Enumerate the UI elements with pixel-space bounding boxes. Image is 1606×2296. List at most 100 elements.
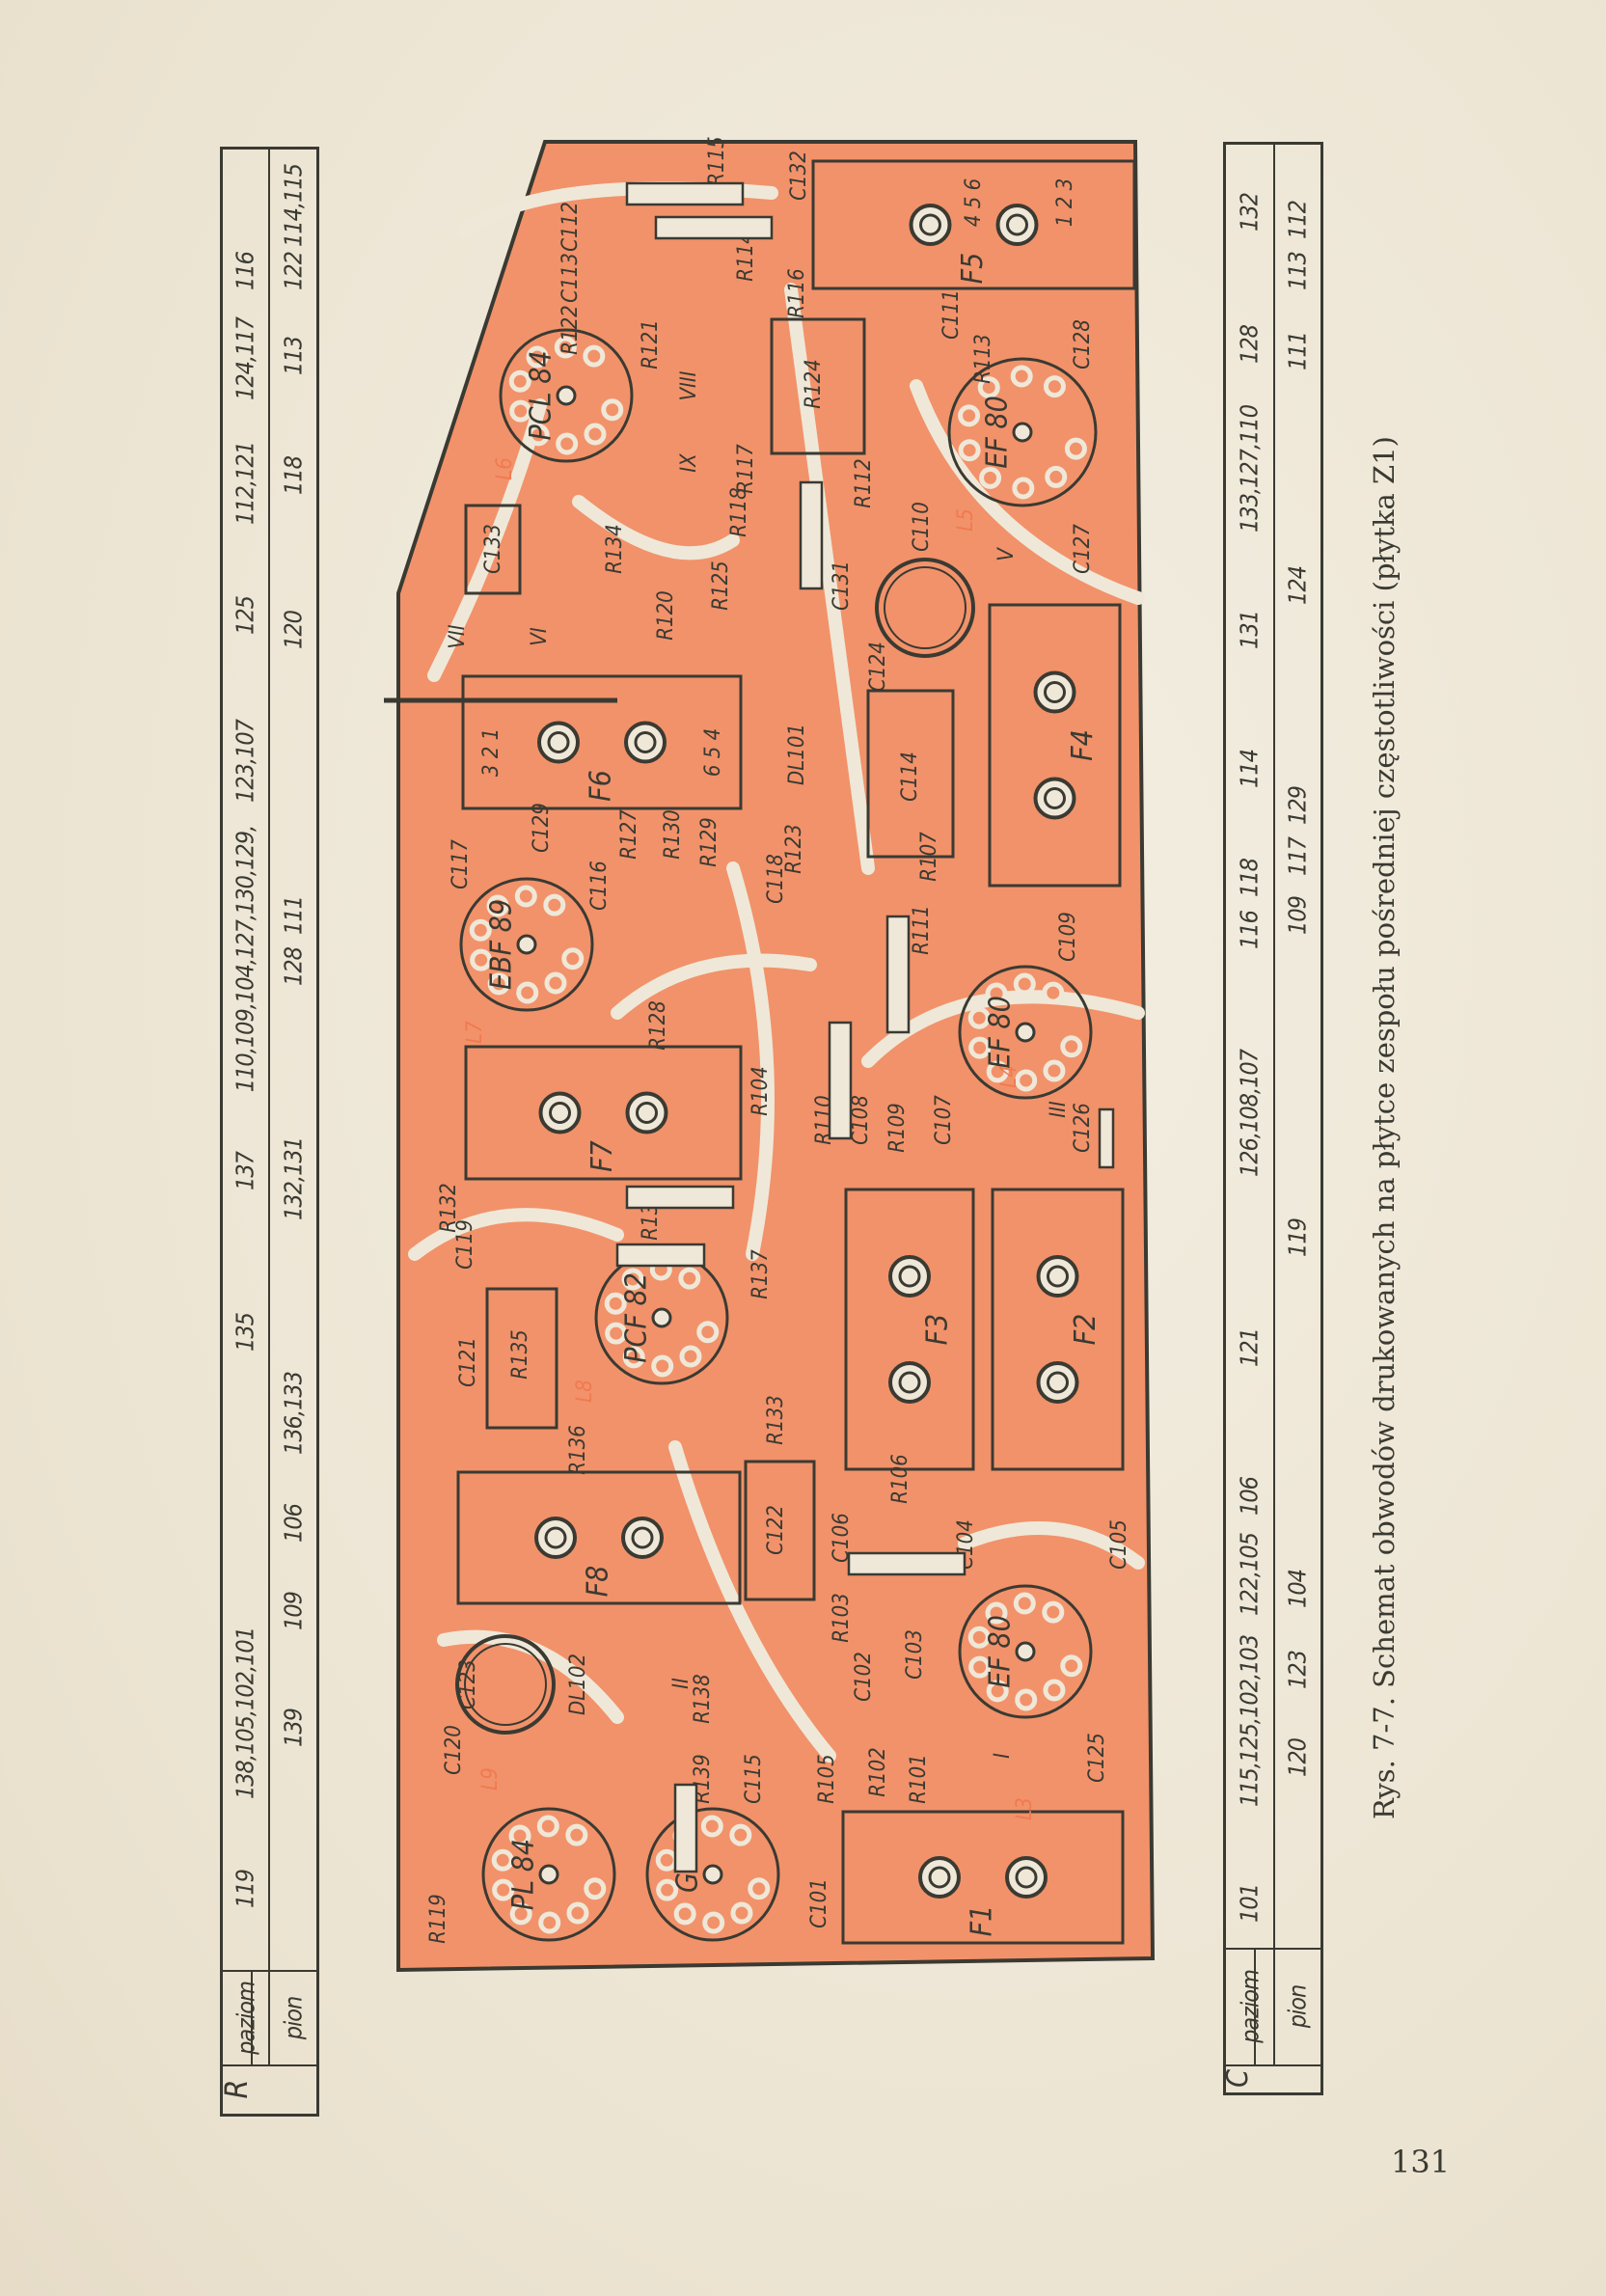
tuning-core-icon — [534, 1517, 577, 1559]
component-label: R103 — [830, 1593, 854, 1643]
tube-pin-pad — [536, 1815, 559, 1838]
tube-socket-outline — [481, 1807, 616, 1942]
tuning-core-slot — [544, 1526, 567, 1549]
component-label: R115 — [705, 136, 729, 186]
component-label: R128 — [646, 1000, 670, 1051]
resistor-body — [625, 181, 745, 206]
pin-label: 3 2 1 — [479, 728, 504, 777]
tube-pin-pad — [1064, 437, 1087, 460]
component-label: R122 — [558, 305, 583, 355]
tube-pin-pad — [1015, 1688, 1038, 1711]
filter-can-outline — [844, 1188, 975, 1471]
component-label: R116 — [785, 268, 809, 318]
resistor-body — [799, 480, 824, 590]
tube-pin-pad — [968, 1655, 992, 1679]
tube-pin-pad — [1013, 972, 1036, 996]
tube-label: EF 80 — [984, 996, 1018, 1068]
component-label: R133 — [764, 1395, 788, 1445]
tuning-core-icon — [1036, 1255, 1079, 1298]
component-label: DL101 — [785, 724, 809, 785]
tube-pin-pad — [958, 439, 981, 462]
table-c-border — [1223, 2092, 1323, 2095]
component-label: C111 — [939, 289, 964, 340]
tube-pin-pad — [1013, 1592, 1036, 1615]
component-label: R125 — [709, 560, 733, 611]
filter-can-outline — [461, 674, 743, 810]
tuning-core-slot — [631, 1526, 654, 1549]
filter-can-outline — [456, 1470, 742, 1605]
tuning-core-slot — [549, 1102, 571, 1124]
pcb-trace-gap — [408, 1208, 624, 1261]
pin-label: 6 5 4 — [701, 728, 725, 777]
tube-pin-pad — [544, 971, 567, 995]
resistor-body — [673, 1783, 698, 1873]
table-r-border — [220, 147, 223, 2116]
tuning-core-icon — [537, 721, 580, 764]
component-label: C121 — [456, 1337, 480, 1387]
tube-pin-pad — [509, 1902, 532, 1926]
pcb-trace-gap — [784, 283, 875, 875]
pcb-trace-gap — [861, 990, 1145, 1068]
tube-center-hole — [1012, 422, 1033, 443]
tube-pin-pad — [583, 344, 606, 368]
tube-socket-outline — [947, 357, 1098, 507]
tube-pin-pad — [487, 972, 510, 996]
pcb-trace-gap — [572, 495, 740, 560]
component-label: R119 — [426, 1894, 450, 1944]
tube-center-hole — [651, 1307, 672, 1328]
tuning-core-icon — [624, 721, 667, 764]
component-label: C108 — [849, 1095, 873, 1145]
tube-socket-outline — [459, 877, 594, 1012]
tube-socket-outline — [958, 965, 1093, 1100]
tube-pin-pad — [1043, 375, 1066, 398]
tuning-core-slot — [634, 731, 657, 753]
tube-pin-pad — [678, 1267, 701, 1290]
tube-socket-outline — [958, 1584, 1093, 1719]
component-label: C117 — [449, 839, 473, 889]
tube-pin-pad — [561, 947, 585, 970]
tube-center-hole — [538, 1864, 559, 1885]
tube-pin-pad — [554, 336, 577, 359]
tube-pin-pad — [702, 1911, 725, 1934]
coil-label: L9 — [478, 1767, 503, 1790]
resistor-body — [828, 1021, 853, 1140]
component-label: C113 — [558, 253, 583, 303]
pin-label: V — [994, 547, 1019, 561]
figure-caption: Rys. 7-7. Schemat obwodów drukowanych na… — [1368, 436, 1401, 1819]
pin-label: IX — [677, 453, 701, 473]
tube-pin-pad — [729, 1823, 752, 1846]
component-body — [744, 1460, 816, 1601]
component-label: C102 — [852, 1652, 876, 1702]
table-c-cell-divider — [1223, 2064, 1323, 2066]
component-label: C120 — [442, 1725, 466, 1775]
tube-pin-pad — [986, 1680, 1009, 1703]
component-label: C132 — [787, 150, 811, 201]
pcb-trace-gap — [958, 1521, 1145, 1570]
table-r-border — [316, 147, 319, 2116]
tube-pin-pad — [565, 1823, 588, 1846]
tube-pin-pad — [622, 1346, 645, 1369]
tube-pin-pad — [1042, 981, 1065, 1004]
component-label: C115 — [742, 1754, 766, 1804]
component-label: R127 — [617, 809, 641, 860]
component-label: C119 — [453, 1219, 477, 1270]
tube-label: PCF 82 — [620, 1272, 654, 1363]
tuning-core-icon — [1005, 1856, 1048, 1899]
component-label: R138 — [691, 1674, 715, 1724]
filter-label: F1 — [966, 1905, 999, 1937]
electrolytic-capacitor-inner — [884, 566, 966, 649]
tuning-core-slot — [1047, 1265, 1069, 1288]
resistor-body — [885, 915, 911, 1034]
tube-pin-pad — [730, 1901, 753, 1925]
tuning-core-icon — [888, 1255, 931, 1298]
component-label: R137 — [749, 1249, 773, 1299]
tube-pin-pad — [1010, 365, 1033, 388]
tube-pin-pad — [1042, 1600, 1065, 1624]
tube-pin-pad — [651, 1354, 674, 1378]
tube-pin-pad — [516, 981, 539, 1004]
tube-pin-pad — [1060, 1035, 1083, 1058]
tube-socket-outline — [499, 328, 634, 463]
pcb-trace-gap — [437, 1629, 624, 1724]
tuning-core-icon — [918, 1856, 961, 1899]
